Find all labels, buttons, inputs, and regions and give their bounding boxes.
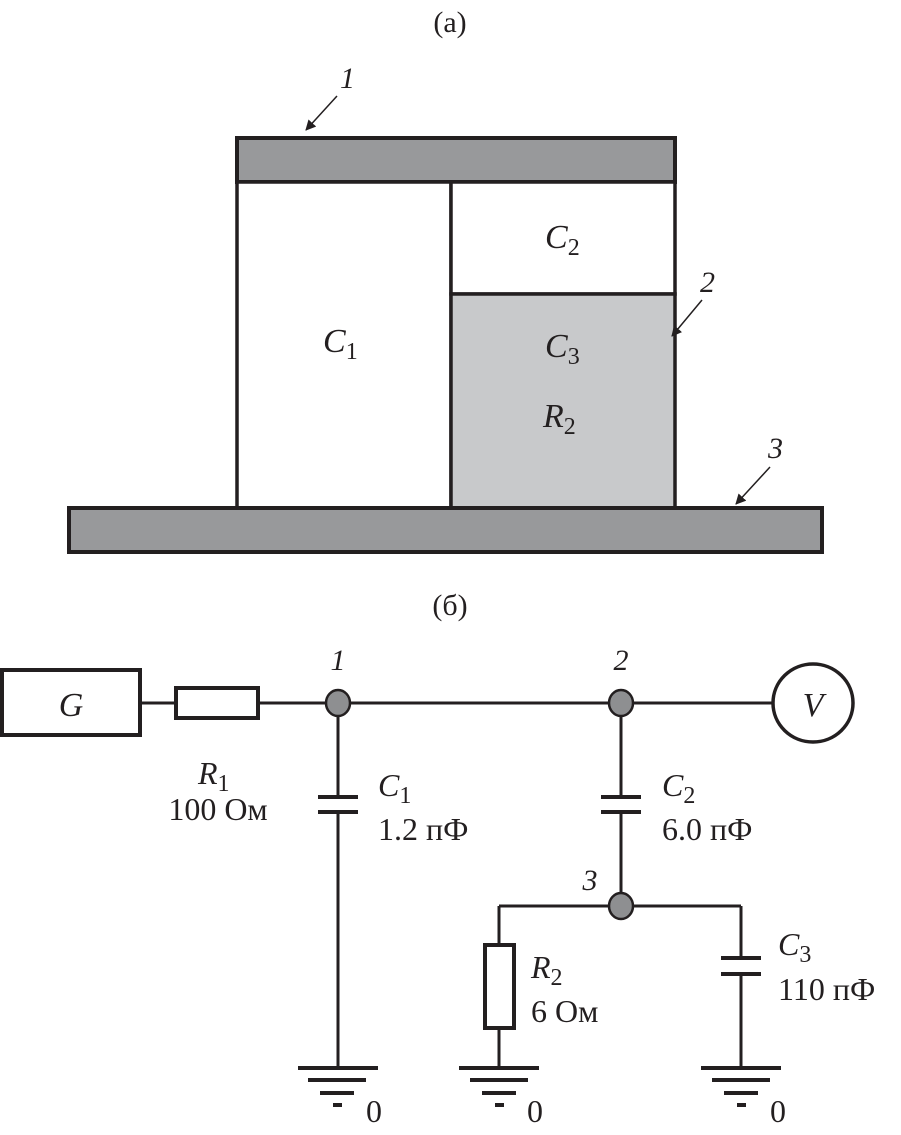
callout-1-arrow <box>305 95 338 131</box>
generator-label: G <box>59 687 84 724</box>
label-c1: C1 <box>323 323 358 365</box>
ground-c1-label: 0 <box>366 1093 382 1129</box>
resistor-r2 <box>483 943 516 1030</box>
voltmeter <box>771 662 855 744</box>
ground-r2-label: 0 <box>527 1093 543 1129</box>
resistor-r1 <box>174 686 260 720</box>
node-2-label: 2 <box>614 644 629 677</box>
layer-2 <box>449 292 677 510</box>
node-3-label: 3 <box>582 864 598 897</box>
label-c3: C3 <box>545 328 580 370</box>
c1-dielectric <box>235 180 453 510</box>
c1-symbol: C1 <box>378 767 411 809</box>
ground-c3-label: 0 <box>770 1093 786 1129</box>
c2-gap <box>449 180 677 296</box>
r1-value: 100 Ом <box>168 791 267 827</box>
node-1-label: 1 <box>331 644 346 677</box>
c2-symbol: C2 <box>662 767 695 809</box>
callout-3-arrow <box>735 466 771 505</box>
callout-1-label: 1 <box>340 62 355 95</box>
panel-a-caption: (a) <box>433 6 466 39</box>
node-1 <box>324 688 352 718</box>
callout-2-arrow <box>671 299 703 337</box>
c2-value: 6.0 пФ <box>662 811 752 847</box>
ground-c1: 0 <box>298 1066 382 1129</box>
c1-value: 1.2 пФ <box>378 811 468 847</box>
c3-symbol: C3 <box>778 926 811 968</box>
top-electrode <box>235 136 677 184</box>
node-2 <box>607 688 635 718</box>
r1-symbol: R1 <box>197 755 230 797</box>
r2-symbol: R2 <box>530 949 563 991</box>
ground-c3: 0 <box>701 1066 786 1129</box>
label-r2: R2 <box>542 398 576 440</box>
label-c2: C2 <box>545 219 580 261</box>
callout-2-label: 2 <box>700 266 715 299</box>
node-3 <box>607 891 635 921</box>
bottom-electrode <box>67 506 824 554</box>
generator-box <box>0 668 142 737</box>
c3-value: 110 пФ <box>778 971 875 1007</box>
r2-value: 6 Ом <box>531 993 598 1029</box>
panel-b-caption: (б) <box>432 589 467 622</box>
ground-r2: 0 <box>459 1066 543 1129</box>
panel-b: (б) G R1 100 Ом V C1 1.2 пФ C2 6.0 пФ <box>0 589 875 1129</box>
panel-a: (a) C1 C2 C3 R2 1 2 3 <box>67 6 824 554</box>
callout-3-label: 3 <box>767 432 783 465</box>
